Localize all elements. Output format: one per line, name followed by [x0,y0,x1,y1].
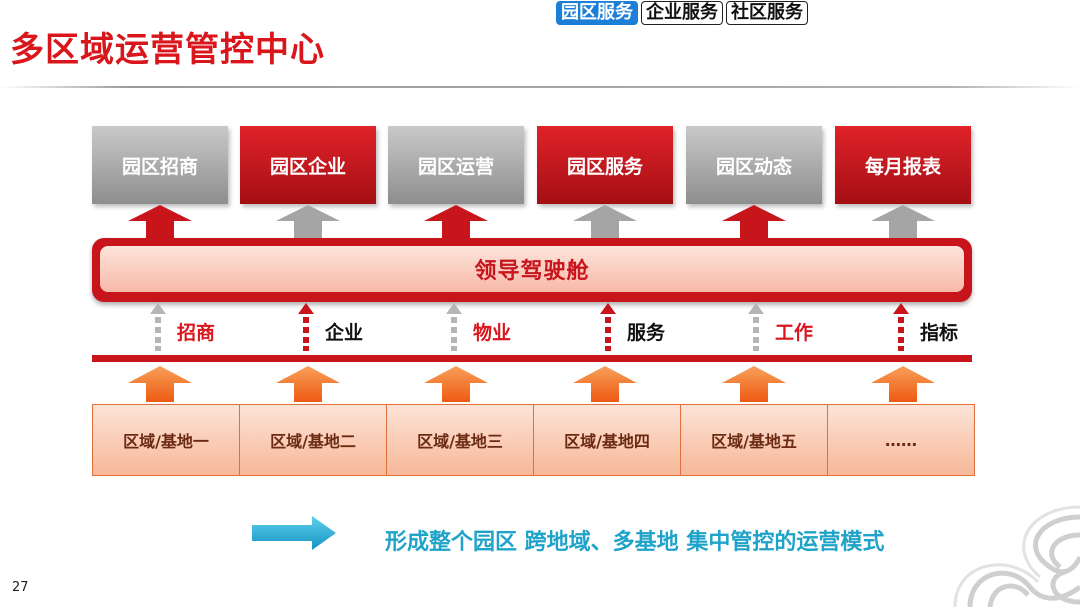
up-arrow-icon [128,205,192,239]
up-arrow-icon [276,366,340,402]
channel-label: 服务 [627,322,666,344]
channel-label: 企业 [325,322,364,344]
cockpit-label: 领导驾驶舱 [100,246,964,292]
bases-row: 区域/基地一 区域/基地二 区域/基地三 区域/基地四 区域/基地五 …… [92,404,975,476]
module-park-investment: 园区招商 [92,126,228,204]
up-arrow-icon [276,205,340,239]
tab-enterprise-service[interactable]: 企业服务 [641,1,723,25]
base-box-more: …… [827,404,975,476]
up-arrow-icon [573,366,637,402]
up-arrow-icon [573,205,637,239]
base-box: 区域/基地三 [386,404,534,476]
up-arrow-icon [871,205,935,239]
leadership-cockpit: 领导驾驶舱 [92,238,972,302]
data-bus-line [92,355,972,362]
up-arrow-icon [722,205,786,239]
dotted-up-arrow-icon [150,303,166,351]
dotted-up-arrow-icon [600,303,616,351]
dotted-up-arrow-icon [748,303,764,351]
right-arrow-icon [252,516,336,550]
base-box: 区域/基地五 [680,404,828,476]
module-park-enterprise: 园区企业 [240,126,376,204]
base-box: 区域/基地四 [533,404,681,476]
base-box: 区域/基地一 [92,404,240,476]
channel-label: 招商 [177,322,216,344]
tab-park-service[interactable]: 园区服务 [556,1,638,25]
page-number: 27 [12,580,29,595]
decorative-swirl-icon [953,505,1080,607]
up-arrow-icon [424,205,488,239]
channel-label: 物业 [473,322,512,344]
dotted-up-arrow-icon [893,303,909,351]
module-park-operation: 园区运营 [388,126,524,204]
service-tabs: 园区服务 企业服务 社区服务 [556,1,808,25]
dotted-up-arrow-icon [446,303,462,351]
channel-label: 工作 [775,322,814,344]
base-box: 区域/基地二 [239,404,387,476]
slogan-text: 形成整个园区 跨地域、多基地 集中管控的运营模式 [385,530,885,555]
module-monthly-report: 每月报表 [835,126,971,204]
up-arrow-icon [424,366,488,402]
tab-community-service[interactable]: 社区服务 [726,1,808,25]
up-arrow-icon [128,366,192,402]
module-park-service: 园区服务 [537,126,673,204]
module-park-news: 园区动态 [686,126,822,204]
dotted-up-arrow-icon [298,303,314,351]
page-title: 多区域运营管控中心 [10,30,325,70]
header-divider [0,86,1080,88]
up-arrow-icon [722,366,786,402]
channel-label: 指标 [920,322,959,344]
up-arrow-icon [871,366,935,402]
